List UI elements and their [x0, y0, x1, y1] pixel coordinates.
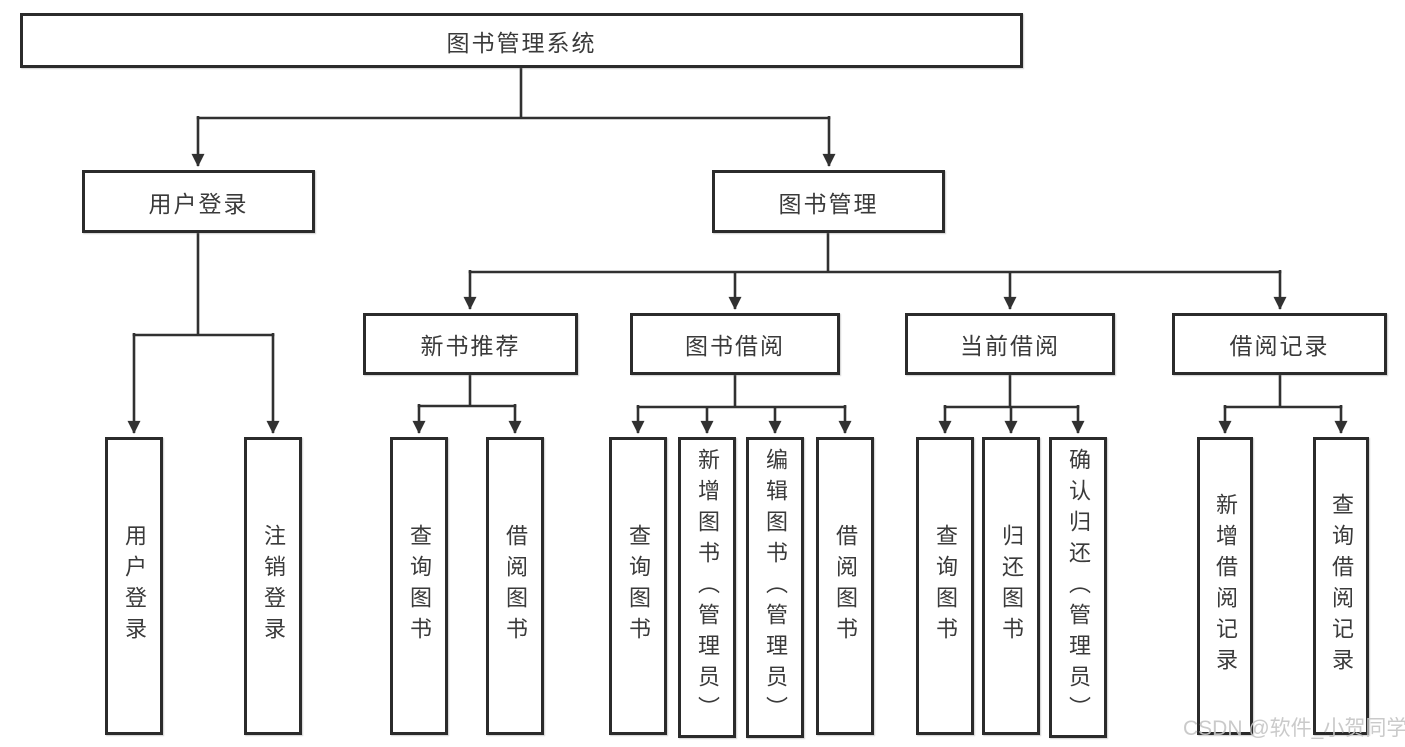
leaf-query-books-recommend: 查询图书: [390, 437, 448, 735]
node-new-book-recommend: 新书推荐: [363, 313, 578, 375]
leaf-confirm-return-admin: 确认归还（管理员）: [1049, 437, 1107, 738]
leaf-query-books-borrow: 查询图书: [609, 437, 667, 735]
leaf-logout-login: 注销登录: [244, 437, 302, 735]
node-borrow-records: 借阅记录: [1172, 313, 1387, 375]
node-book-management: 图书管理: [712, 170, 945, 233]
leaf-borrow-books: 借阅图书: [816, 437, 874, 735]
leaf-borrow-books-recommend: 借阅图书: [486, 437, 544, 735]
node-library-system: 图书管理系统: [20, 13, 1023, 68]
node-current-borrow: 当前借阅: [905, 313, 1115, 375]
node-user-login: 用户登录: [82, 170, 315, 233]
leaf-user-login: 用户登录: [105, 437, 163, 735]
node-book-borrow: 图书借阅: [630, 313, 840, 375]
leaf-query-borrow-record: 查询借阅记录: [1313, 437, 1369, 735]
leaf-add-book-admin: 新增图书（管理员）: [678, 437, 736, 738]
leaf-query-books-current: 查询图书: [916, 437, 974, 735]
leaf-return-books: 归还图书: [982, 437, 1040, 735]
leaf-add-borrow-record: 新增借阅记录: [1197, 437, 1253, 735]
watermark: CSDN @软件_小贺同学: [1183, 717, 1405, 740]
leaf-edit-book-admin: 编辑图书（管理员）: [746, 437, 804, 738]
